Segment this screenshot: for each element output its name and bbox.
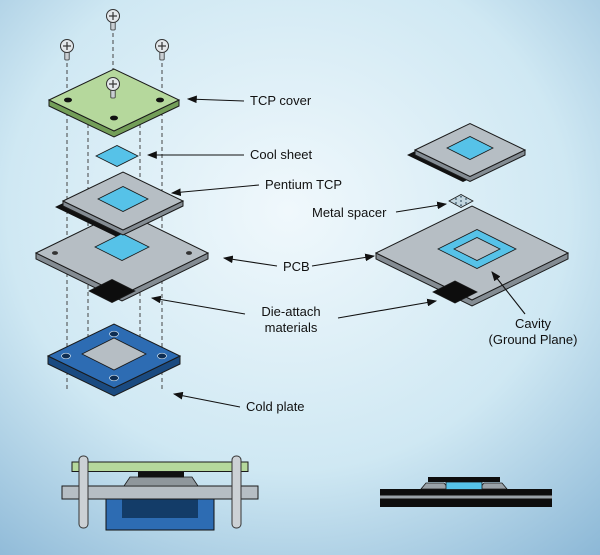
cold-plate-label: Cold plate <box>246 399 305 414</box>
arrow-die-attach-left <box>150 295 246 315</box>
cool-sheet <box>95 145 139 167</box>
xsec2-lead-right <box>478 482 508 490</box>
die-attach-left <box>88 279 136 303</box>
arrow-cavity <box>491 271 526 315</box>
screw-icon <box>60 39 74 61</box>
spacer-dots <box>455 195 467 207</box>
metal-spacer-label: Metal spacer <box>312 205 387 220</box>
cover-hole <box>156 97 164 103</box>
label-cavity: Cavity (Ground Plane) <box>489 271 578 347</box>
pcb-left-die <box>94 233 150 261</box>
arrow-cold-plate <box>172 391 241 408</box>
xsec2-die <box>445 481 483 490</box>
xsec-cover <box>71 461 249 472</box>
die-attach-label-line1: Die-attach <box>261 304 320 319</box>
xsec-package-pedestal <box>123 476 199 487</box>
arrow-pcb-left <box>222 255 278 267</box>
xsec2-lead-left <box>420 482 450 490</box>
label-cool-sheet: Cool sheet <box>146 147 313 162</box>
annotations: TCP cover Cool sheet Pentium TCP Metal s… <box>146 93 578 414</box>
cold-plate <box>46 323 182 397</box>
screw-icon <box>106 9 120 31</box>
cover-hole <box>64 97 72 103</box>
pcb-right <box>374 205 570 307</box>
pentium-tcp-right <box>407 122 527 183</box>
label-cold-plate: Cold plate <box>172 391 305 414</box>
cavity-ground-plane <box>453 237 501 261</box>
cold-plate-hole <box>61 352 71 360</box>
xsec-screw-right <box>231 455 242 529</box>
label-tcp-cover: TCP cover <box>186 93 312 108</box>
cavity-label-line2: (Ground Plane) <box>489 332 578 347</box>
cold-plate-hole <box>109 374 119 382</box>
pcb-hole <box>52 251 58 255</box>
die-attach-label-line2: materials <box>265 320 318 335</box>
arrow-metal-spacer <box>395 201 448 213</box>
screw-icon <box>106 77 120 99</box>
cold-plate-pedestal <box>81 337 147 371</box>
tcp-die <box>97 186 149 212</box>
pentium-tcp-label: Pentium TCP <box>265 177 342 192</box>
metal-spacer <box>448 194 474 208</box>
screws <box>60 9 169 99</box>
arrow-die-attach-right <box>337 298 438 319</box>
xsec-screw-left <box>78 455 89 529</box>
label-pentium-tcp: Pentium TCP <box>170 177 342 197</box>
cold-plate-hole <box>157 352 167 360</box>
pentium-tcp-left <box>55 171 185 237</box>
arrow-pcb-right <box>311 253 376 267</box>
label-metal-spacer: Metal spacer <box>312 201 448 220</box>
tcp-cover-label: TCP cover <box>250 93 312 108</box>
arrow-tcp-cover <box>186 95 245 104</box>
tcp-cover-top <box>47 68 181 132</box>
die-attach-right <box>432 280 478 304</box>
cross-section-assembled-left <box>61 455 259 531</box>
pcb-hole <box>186 251 192 255</box>
pcb-label: PCB <box>283 259 310 274</box>
xsec2-lid <box>428 477 500 482</box>
pcb-left <box>34 210 210 303</box>
xsec-die <box>138 472 184 478</box>
arrow-pentium-tcp <box>170 184 260 197</box>
cross-section-assembled-right <box>380 477 552 507</box>
cold-plate-hole <box>109 330 119 338</box>
xsec-pcb <box>61 485 259 500</box>
xsec2-pcb-layer <box>380 495 552 499</box>
label-pcb: PCB <box>222 253 376 274</box>
cool-sheet-label: Cool sheet <box>250 147 313 162</box>
screw-icon <box>155 39 169 61</box>
label-die-attach: Die-attach materials <box>150 295 438 335</box>
xsec-cold-plate-cavity <box>122 498 198 518</box>
tcp-cover <box>47 68 181 138</box>
cavity-label-line1: Cavity <box>515 316 552 331</box>
tcp-die <box>446 136 494 160</box>
cover-hole <box>110 115 118 121</box>
